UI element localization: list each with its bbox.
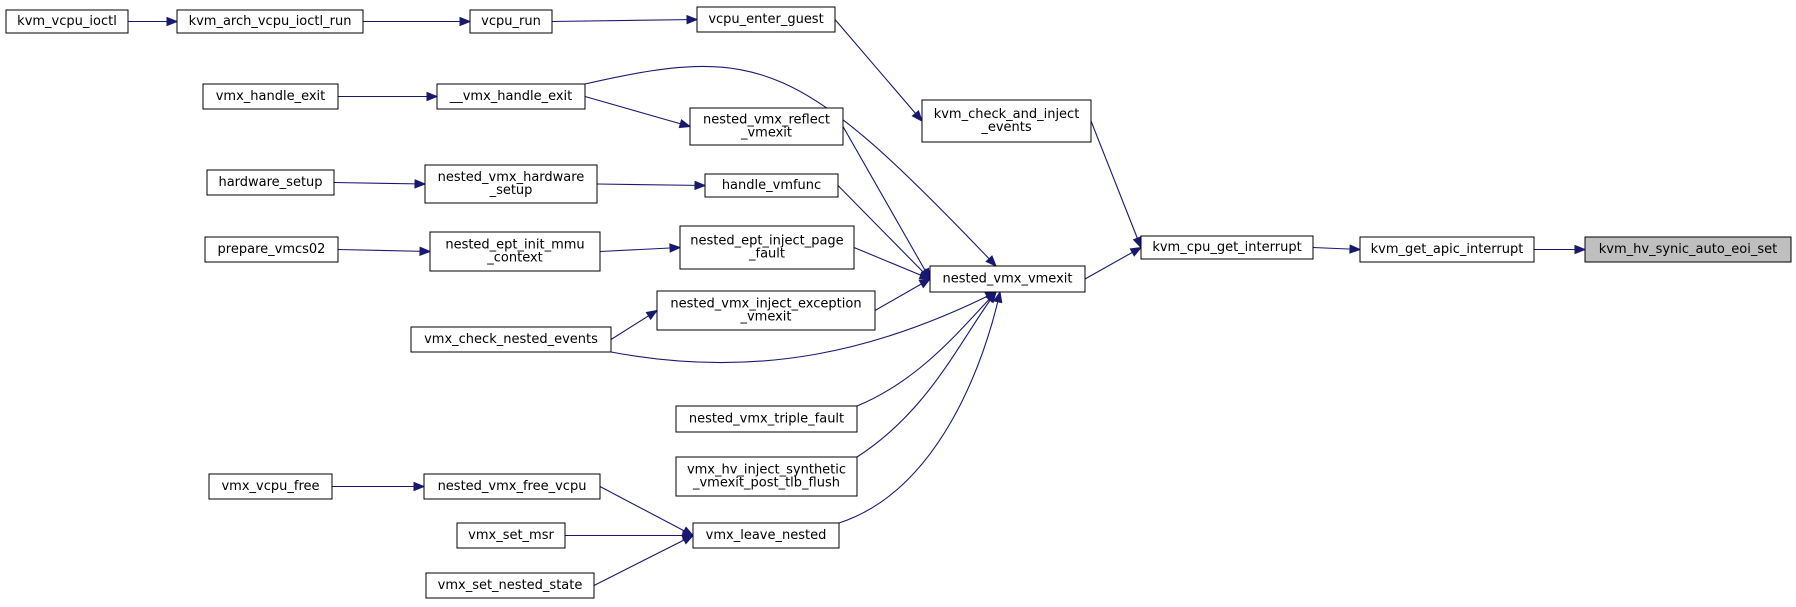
edge-kvm_get_apic_interrupt-to-kvm_hv_synic_auto_eoi_set xyxy=(1534,244,1587,255)
edge-nested_ept_inject_page_fault-to-nested_vmx_vmexit xyxy=(853,246,932,280)
node-nested_vmx_reflect_vmexit[interactable]: nested_vmx_reflect_vmexit xyxy=(689,107,844,146)
edge-kvm_vcpu_ioctl-to-kvm_arch_vcpu_ioctl_run xyxy=(128,16,179,27)
edge-vcpu_run-to-vcpu_enter_guest xyxy=(551,14,699,25)
node-vcpu_run[interactable]: vcpu_run xyxy=(469,9,553,34)
edge-kvm_check_and_inject_events-to-kvm_cpu_get_interrupt xyxy=(1090,120,1142,249)
node-kvm_vcpu_ioctl[interactable]: kvm_vcpu_ioctl xyxy=(5,9,129,34)
node-label: hardware_setup xyxy=(218,175,322,190)
node-nested_vmx_triple_fault[interactable]: nested_vmx_triple_fault xyxy=(675,405,858,433)
node-label: _setup xyxy=(489,183,533,198)
node-label: kvm_check_and_inject xyxy=(934,107,1080,122)
node-label: vmx_set_nested_state xyxy=(438,578,583,593)
node-label: kvm_get_apic_interrupt xyxy=(1371,242,1524,257)
node-label: __vmx_handle_exit xyxy=(449,89,573,104)
node-label: _vmexit xyxy=(740,126,792,141)
edge-prepare_vmcs02-to-nested_ept_init_mmu_context xyxy=(337,246,432,257)
node-label: kvm_cpu_get_interrupt xyxy=(1152,240,1301,255)
edge-nested_vmx_hardware_setup-to-handle_vmfunc xyxy=(596,180,707,191)
node-__vmx_handle_exit[interactable]: __vmx_handle_exit xyxy=(436,83,586,110)
node-nested_ept_inject_page_fault[interactable]: nested_ept_inject_page_fault xyxy=(679,225,855,270)
edge-vmx_leave_nested-to-nested_vmx_vmexit xyxy=(838,290,1003,524)
node-vmx_set_nested_state[interactable]: vmx_set_nested_state xyxy=(425,572,595,599)
node-vmx_set_msr[interactable]: vmx_set_msr xyxy=(456,522,566,549)
edge-__vmx_handle_exit-to-nested_vmx_vmexit xyxy=(584,65,997,267)
edge-vmx_vcpu_free-to-nested_vmx_free_vcpu xyxy=(332,481,426,492)
node-label: vmx_check_nested_events xyxy=(424,332,598,347)
edge-nested_ept_init_mmu_context-to-nested_ept_inject_page_fault xyxy=(599,243,682,253)
node-label: nested_ept_init_mmu xyxy=(445,238,584,253)
node-kvm_arch_vcpu_ioctl_run[interactable]: kvm_arch_vcpu_ioctl_run xyxy=(176,9,364,34)
edge-hardware_setup-to-nested_vmx_hardware_setup xyxy=(333,179,427,189)
edge-vmx_set_msr-to-vmx_leave_nested xyxy=(565,530,695,541)
node-nested_vmx_inject_exception_vmexit[interactable]: nested_vmx_inject_exception_vmexit xyxy=(656,290,876,331)
node-label: vmx_set_msr xyxy=(468,528,554,543)
node-nested_vmx_hardware_setup[interactable]: nested_vmx_hardware_setup xyxy=(424,164,598,204)
edge-nested_vmx_reflect_vmexit-to-nested_vmx_vmexit xyxy=(842,126,931,281)
node-vcpu_enter_guest[interactable]: vcpu_enter_guest xyxy=(696,6,836,33)
node-kvm_hv_synic_auto_eoi_set[interactable]: kvm_hv_synic_auto_eoi_set xyxy=(1584,236,1792,263)
node-label: _vmexit_post_tlb_flush xyxy=(692,476,840,491)
node-label: vmx_leave_nested xyxy=(706,528,827,543)
node-handle_vmfunc[interactable]: handle_vmfunc xyxy=(704,173,839,198)
node-label: nested_vmx_inject_exception xyxy=(670,297,861,312)
node-label: vmx_handle_exit xyxy=(216,89,326,104)
node-kvm_check_and_inject_events[interactable]: kvm_check_and_inject_events xyxy=(921,99,1092,143)
node-label: vcpu_run xyxy=(481,14,541,29)
node-label: nested_vmx_vmexit xyxy=(943,272,1073,287)
node-kvm_cpu_get_interrupt[interactable]: kvm_cpu_get_interrupt xyxy=(1140,235,1314,260)
node-label: _vmexit xyxy=(739,310,791,325)
node-label: nested_vmx_reflect xyxy=(703,113,830,128)
node-vmx_check_nested_events[interactable]: vmx_check_nested_events xyxy=(410,326,612,353)
node-vmx_vcpu_free[interactable]: vmx_vcpu_free xyxy=(208,473,333,500)
node-kvm_get_apic_interrupt[interactable]: kvm_get_apic_interrupt xyxy=(1359,236,1535,263)
node-label: nested_vmx_hardware xyxy=(438,170,585,185)
node-label: kvm_vcpu_ioctl xyxy=(17,14,117,29)
node-vmx_handle_exit[interactable]: vmx_handle_exit xyxy=(202,83,339,110)
node-prepare_vmcs02[interactable]: prepare_vmcs02 xyxy=(204,236,339,263)
edge-nested_vmx_vmexit-to-kvm_cpu_get_interrupt xyxy=(1084,246,1143,280)
edge-kvm_arch_vcpu_ioctl_run-to-vcpu_run xyxy=(363,16,472,27)
node-label: prepare_vmcs02 xyxy=(218,242,326,257)
node-hardware_setup[interactable]: hardware_setup xyxy=(206,169,335,196)
node-nested_vmx_free_vcpu[interactable]: nested_vmx_free_vcpu xyxy=(423,473,601,500)
edge-vmx_check_nested_events-to-nested_vmx_inject_exception_vmexit xyxy=(610,309,659,340)
node-label: nested_vmx_triple_fault xyxy=(689,412,844,427)
node-label: _events xyxy=(980,120,1032,135)
node-label: vcpu_enter_guest xyxy=(708,12,823,27)
node-label: nested_vmx_free_vcpu xyxy=(438,479,587,494)
edge-nested_vmx_inject_exception_vmexit-to-nested_vmx_vmexit xyxy=(874,278,932,311)
edge-kvm_cpu_get_interrupt-to-kvm_get_apic_interrupt xyxy=(1312,244,1362,254)
node-label: handle_vmfunc xyxy=(722,178,821,193)
node-label: vmx_vcpu_free xyxy=(221,479,319,494)
node-label: kvm_arch_vcpu_ioctl_run xyxy=(189,14,352,29)
edge-vmx_set_nested_state-to-vmx_leave_nested xyxy=(593,534,695,586)
edge-vmx_handle_exit-to-__vmx_handle_exit xyxy=(338,91,439,102)
edge-__vmx_handle_exit-to-nested_vmx_reflect_vmexit xyxy=(584,95,692,129)
node-vmx_hv_inject_synthetic_vmexit_post_tlb_flush[interactable]: vmx_hv_inject_synthetic_vmexit_post_tlb_… xyxy=(675,456,858,497)
edge-vmx_hv_inject_synthetic_vmexit_post_tlb_flush-to-nested_vmx_vmexit xyxy=(856,290,997,458)
node-label: _context xyxy=(486,251,543,266)
node-nested_vmx_vmexit[interactable]: nested_vmx_vmexit xyxy=(929,265,1086,293)
node-label: vmx_hv_inject_synthetic xyxy=(687,463,846,478)
edge-vcpu_enter_guest-to-kvm_check_and_inject_events xyxy=(834,19,923,123)
node-vmx_leave_nested[interactable]: vmx_leave_nested xyxy=(692,522,840,549)
node-label: kvm_hv_synic_auto_eoi_set xyxy=(1599,242,1777,257)
node-label: _fault xyxy=(748,247,785,262)
node-label: nested_ept_inject_page xyxy=(690,234,843,249)
node-nested_ept_init_mmu_context[interactable]: nested_ept_init_mmu_context xyxy=(429,231,601,272)
